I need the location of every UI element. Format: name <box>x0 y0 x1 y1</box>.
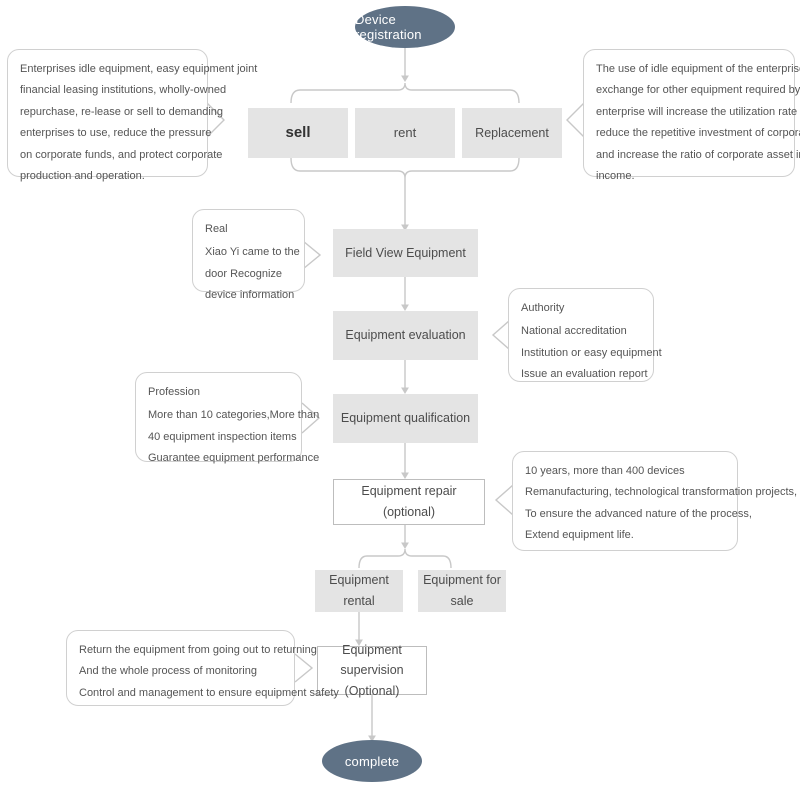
note-replacement-line-6: income. <box>596 170 635 183</box>
beak-repair-note <box>494 484 514 516</box>
note-real[interactable]: Real Xiao Yi came to the door Recognize … <box>192 209 305 301</box>
note-sell[interactable]: Enterprises idle equipment, easy equipme… <box>7 49 258 182</box>
note-replacement-line-5: and increase the ratio of corporate asse… <box>596 148 800 161</box>
note-repair-line-2: Remanufacturing, technological transform… <box>525 486 798 499</box>
note-profession-title: Profession <box>148 386 200 398</box>
note-profession-line-3: Guarantee equipment performance <box>148 452 320 465</box>
note-real-line-3: device information <box>205 289 295 302</box>
note-sell-line-6: production and operation. <box>20 170 145 183</box>
note-authority-line-2: Institution or easy equipment <box>521 346 662 359</box>
note-profession[interactable]: Profession More than 10 categories,More … <box>135 372 320 464</box>
note-sell-line-1: Enterprises idle equipment, easy equipme… <box>20 63 258 75</box>
note-repair[interactable]: 10 years, more than 400 devices Remanufa… <box>512 451 798 551</box>
note-supervision-line-1: Return the equipment from going out to r… <box>79 644 317 656</box>
option-replacement-label: Replacement <box>475 125 549 140</box>
note-replacement-line-1: The use of idle equipment of the enterpr… <box>596 63 800 75</box>
note-replacement-line-3: enterprise will increase the utilization… <box>596 105 800 118</box>
note-authority[interactable]: Authority National accreditation Institu… <box>508 288 662 382</box>
step-field-view-equipment[interactable]: Field View Equipment <box>333 229 478 277</box>
option-rent[interactable]: rent <box>355 108 455 158</box>
note-sell-line-4: enterprises to use, reduce the pressure <box>20 127 212 140</box>
beak-real-note <box>302 240 322 270</box>
beak-supervision-note <box>294 653 314 683</box>
option-rent-label: rent <box>393 125 417 141</box>
start-label: Device registration <box>355 12 422 42</box>
step-equipment-qualification[interactable]: Equipment qualification <box>333 394 478 443</box>
note-supervision[interactable]: Return the equipment from going out to r… <box>66 630 339 706</box>
start-terminator[interactable]: Device registration <box>355 6 455 48</box>
note-repair-line-3: To ensure the advanced nature of the pro… <box>525 507 752 520</box>
step-equipment-repair[interactable]: Equipment repair (optional) <box>333 479 485 525</box>
note-authority-line-1: National accreditation <box>521 325 627 338</box>
supervision-line-1: Equipment supervision <box>340 642 404 678</box>
end-terminator[interactable]: complete <box>322 740 422 782</box>
note-repair-line-1: 10 years, more than 400 devices <box>525 465 685 477</box>
note-supervision-line-3: Control and management to ensure equipme… <box>79 686 339 699</box>
note-profession-line-2: 40 equipment inspection items <box>148 430 297 443</box>
option-replacement[interactable]: Replacement <box>462 108 562 158</box>
step-field-view-equipment-label: Field View Equipment <box>345 245 466 260</box>
note-authority-line-3: Issue an evaluation report <box>521 368 648 381</box>
note-real-title: Real <box>205 223 228 235</box>
supervision-line-2: (Optional) <box>344 683 400 698</box>
note-replacement[interactable]: The use of idle equipment of the enterpr… <box>583 49 800 182</box>
outcome-equipment-rental-label: Equipment rental <box>329 573 389 608</box>
outcome-equipment-for-sale-label: Equipment for sale <box>423 573 501 608</box>
step-equipment-qualification-label: Equipment qualification <box>340 411 471 426</box>
step-equipment-supervision[interactable]: Equipment supervision (Optional) <box>317 643 427 698</box>
beak-replacement-note <box>566 102 585 138</box>
note-real-line-1: Xiao Yi came to the <box>205 246 300 259</box>
note-repair-line-4: Extend equipment life. <box>525 529 634 542</box>
note-replacement-line-2: exchange for other equipment required by… <box>596 84 800 97</box>
note-replacement-line-4: reduce the repetitive investment of corp… <box>596 127 800 140</box>
note-profession-line-1: More than 10 categories,More than <box>148 409 320 422</box>
step-equipment-evaluation[interactable]: Equipment evaluation <box>333 311 478 360</box>
end-label: complete <box>344 753 400 769</box>
note-supervision-line-2: And the whole process of monitoring <box>79 665 257 678</box>
note-sell-line-5: on corporate funds, and protect corporat… <box>20 148 223 161</box>
step-equipment-repair-label: Equipment repair (optional) <box>361 484 457 519</box>
step-equipment-evaluation-label: Equipment evaluation <box>345 328 466 343</box>
outcome-equipment-for-sale[interactable]: Equipment for sale <box>418 570 506 612</box>
note-sell-line-3: repurchase, re-lease or sell to demandin… <box>20 105 224 118</box>
note-authority-title: Authority <box>521 302 565 314</box>
note-sell-line-2: financial leasing institutions, wholly-o… <box>20 84 227 97</box>
note-real-line-2: door Recognize <box>205 267 283 280</box>
option-sell[interactable]: sell <box>248 108 348 158</box>
outcome-equipment-rental[interactable]: Equipment rental <box>315 570 403 612</box>
option-sell-label: sell <box>285 123 311 141</box>
